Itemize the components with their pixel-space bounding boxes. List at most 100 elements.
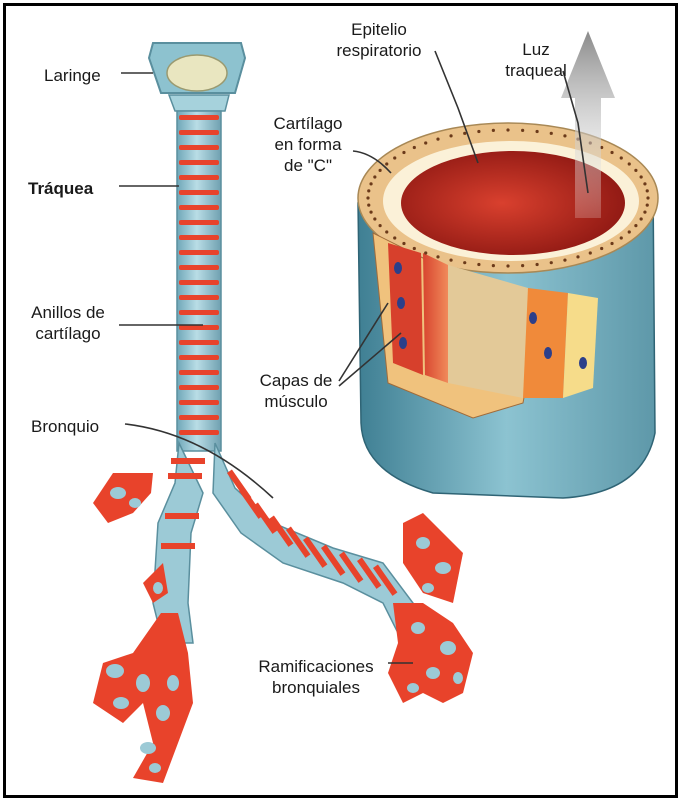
label-ramificaciones-line1: Ramificaciones <box>236 656 396 677</box>
cartilage-dot <box>521 264 524 267</box>
label-ramificaciones: Ramificaciones bronquiales <box>236 656 396 698</box>
cartilage-dot <box>536 130 539 133</box>
cartilage-dot <box>373 217 376 220</box>
cartilage-dot <box>449 259 452 262</box>
cartilage-dot <box>393 236 396 239</box>
cartilage-dot <box>646 189 649 192</box>
label-anillos-line2: cartílago <box>18 323 118 344</box>
label-anillos: Anillos de cartílago <box>18 302 118 344</box>
cartilage-ring <box>179 190 219 195</box>
label-luz-line1: Luz <box>496 39 576 60</box>
bronchus-ring <box>161 543 195 549</box>
bronchus-ring <box>165 513 199 519</box>
label-cartilago-c-line2: en forma <box>258 134 358 155</box>
label-luz: Luz traqueal <box>496 39 576 81</box>
cartilage-ring <box>179 430 219 435</box>
cartilage-dot <box>563 259 566 262</box>
label-epitelio-line1: Epitelio <box>319 19 439 40</box>
cartilage-dot <box>367 204 370 207</box>
cartilage-ring <box>179 415 219 420</box>
cartilage-dot <box>628 230 631 233</box>
label-laringe: Laringe <box>44 65 101 86</box>
cartilage-dot <box>367 189 370 192</box>
cartilage-dot <box>436 255 439 258</box>
label-capas-line1: Capas de <box>246 370 346 391</box>
cartilage-dot <box>463 261 466 264</box>
cartilage-dot <box>385 162 388 165</box>
cartilage-ring <box>179 145 219 150</box>
cartilage-dot <box>646 196 649 199</box>
cartilage-dot <box>640 175 643 178</box>
cartilage-dot <box>640 217 643 220</box>
cartilage-dot <box>506 128 509 131</box>
cartilage-dot <box>436 138 439 141</box>
cartilage-dot <box>521 129 524 132</box>
cartilage-dot <box>563 134 566 137</box>
cartilage-ring <box>179 160 219 165</box>
cartilage-dot <box>643 182 646 185</box>
diagram-frame: Laringe Tráquea Anillos de cartílago Bro… <box>3 3 678 798</box>
cartilage-dot <box>413 146 416 149</box>
label-traquea: Tráquea <box>28 178 93 199</box>
label-capas: Capas de músculo <box>246 370 346 412</box>
cartilage-ring <box>179 340 219 345</box>
trachea-tube <box>177 111 221 451</box>
cartilage-dot <box>536 263 539 266</box>
cartilage-dot <box>477 130 480 133</box>
cartilage-dot <box>402 151 405 154</box>
cartilage-dot <box>366 196 369 199</box>
label-bronquio: Bronquio <box>31 416 99 437</box>
label-capas-line2: músculo <box>246 391 346 412</box>
cartilage-dot <box>379 224 382 227</box>
cartilage-dot <box>393 156 396 159</box>
label-cartilago-c: Cartílago en forma de "C" <box>258 113 358 176</box>
cartilage-dot <box>610 242 613 245</box>
cartilage-dot <box>506 264 509 267</box>
cartilage-dot <box>449 134 452 137</box>
cartilage-ring <box>179 115 219 120</box>
cartilage-dot <box>369 182 372 185</box>
cartilage-dot <box>492 264 495 267</box>
cartilage-dot <box>634 224 637 227</box>
cartilage-dot <box>385 230 388 233</box>
cartilage-dot <box>373 175 376 178</box>
cartilage-dot <box>576 255 579 258</box>
cartilage-dot <box>413 247 416 250</box>
bronchus-ring <box>168 473 202 479</box>
cartilage-dot <box>620 236 623 239</box>
label-epitelio: Epitelio respiratorio <box>319 19 439 61</box>
cartilage-dot <box>628 162 631 165</box>
cartilage-ring <box>179 370 219 375</box>
right-bronchial-branches <box>388 513 473 703</box>
cartilage-ring <box>179 250 219 255</box>
cartilage-dot <box>610 151 613 154</box>
cartilage-dot <box>477 263 480 266</box>
cartilage-ring <box>179 280 219 285</box>
cartilage-ring <box>179 295 219 300</box>
cartilage-dot <box>424 251 427 254</box>
cartilage-dot <box>550 132 553 135</box>
label-luz-line2: traqueal <box>496 60 576 81</box>
cartilage-ring <box>179 265 219 270</box>
cartilage-ring <box>179 130 219 135</box>
label-cartilago-c-line1: Cartílago <box>258 113 358 134</box>
cartilage-ring <box>179 205 219 210</box>
cartilage-ring <box>179 400 219 405</box>
trachea-cross-section <box>358 123 658 498</box>
bronchus-ring <box>171 458 205 464</box>
label-cartilago-c-line3: de "C" <box>258 155 358 176</box>
label-ramificaciones-line2: bronquiales <box>236 677 396 698</box>
cartilage-dot <box>600 247 603 250</box>
cartilage-ring <box>179 385 219 390</box>
cartilage-dot <box>643 211 646 214</box>
cartilage-ring <box>179 310 219 315</box>
cartilage-dot <box>463 132 466 135</box>
cartilage-dot <box>492 129 495 132</box>
label-epitelio-line2: respiratorio <box>319 40 439 61</box>
cartilage-dot <box>550 261 553 264</box>
cartilage-dot <box>646 204 649 207</box>
cartilage-dot <box>634 169 637 172</box>
label-anillos-line1: Anillos de <box>18 302 118 323</box>
larynx-shape <box>149 43 245 111</box>
cartilage-dot <box>369 211 372 214</box>
